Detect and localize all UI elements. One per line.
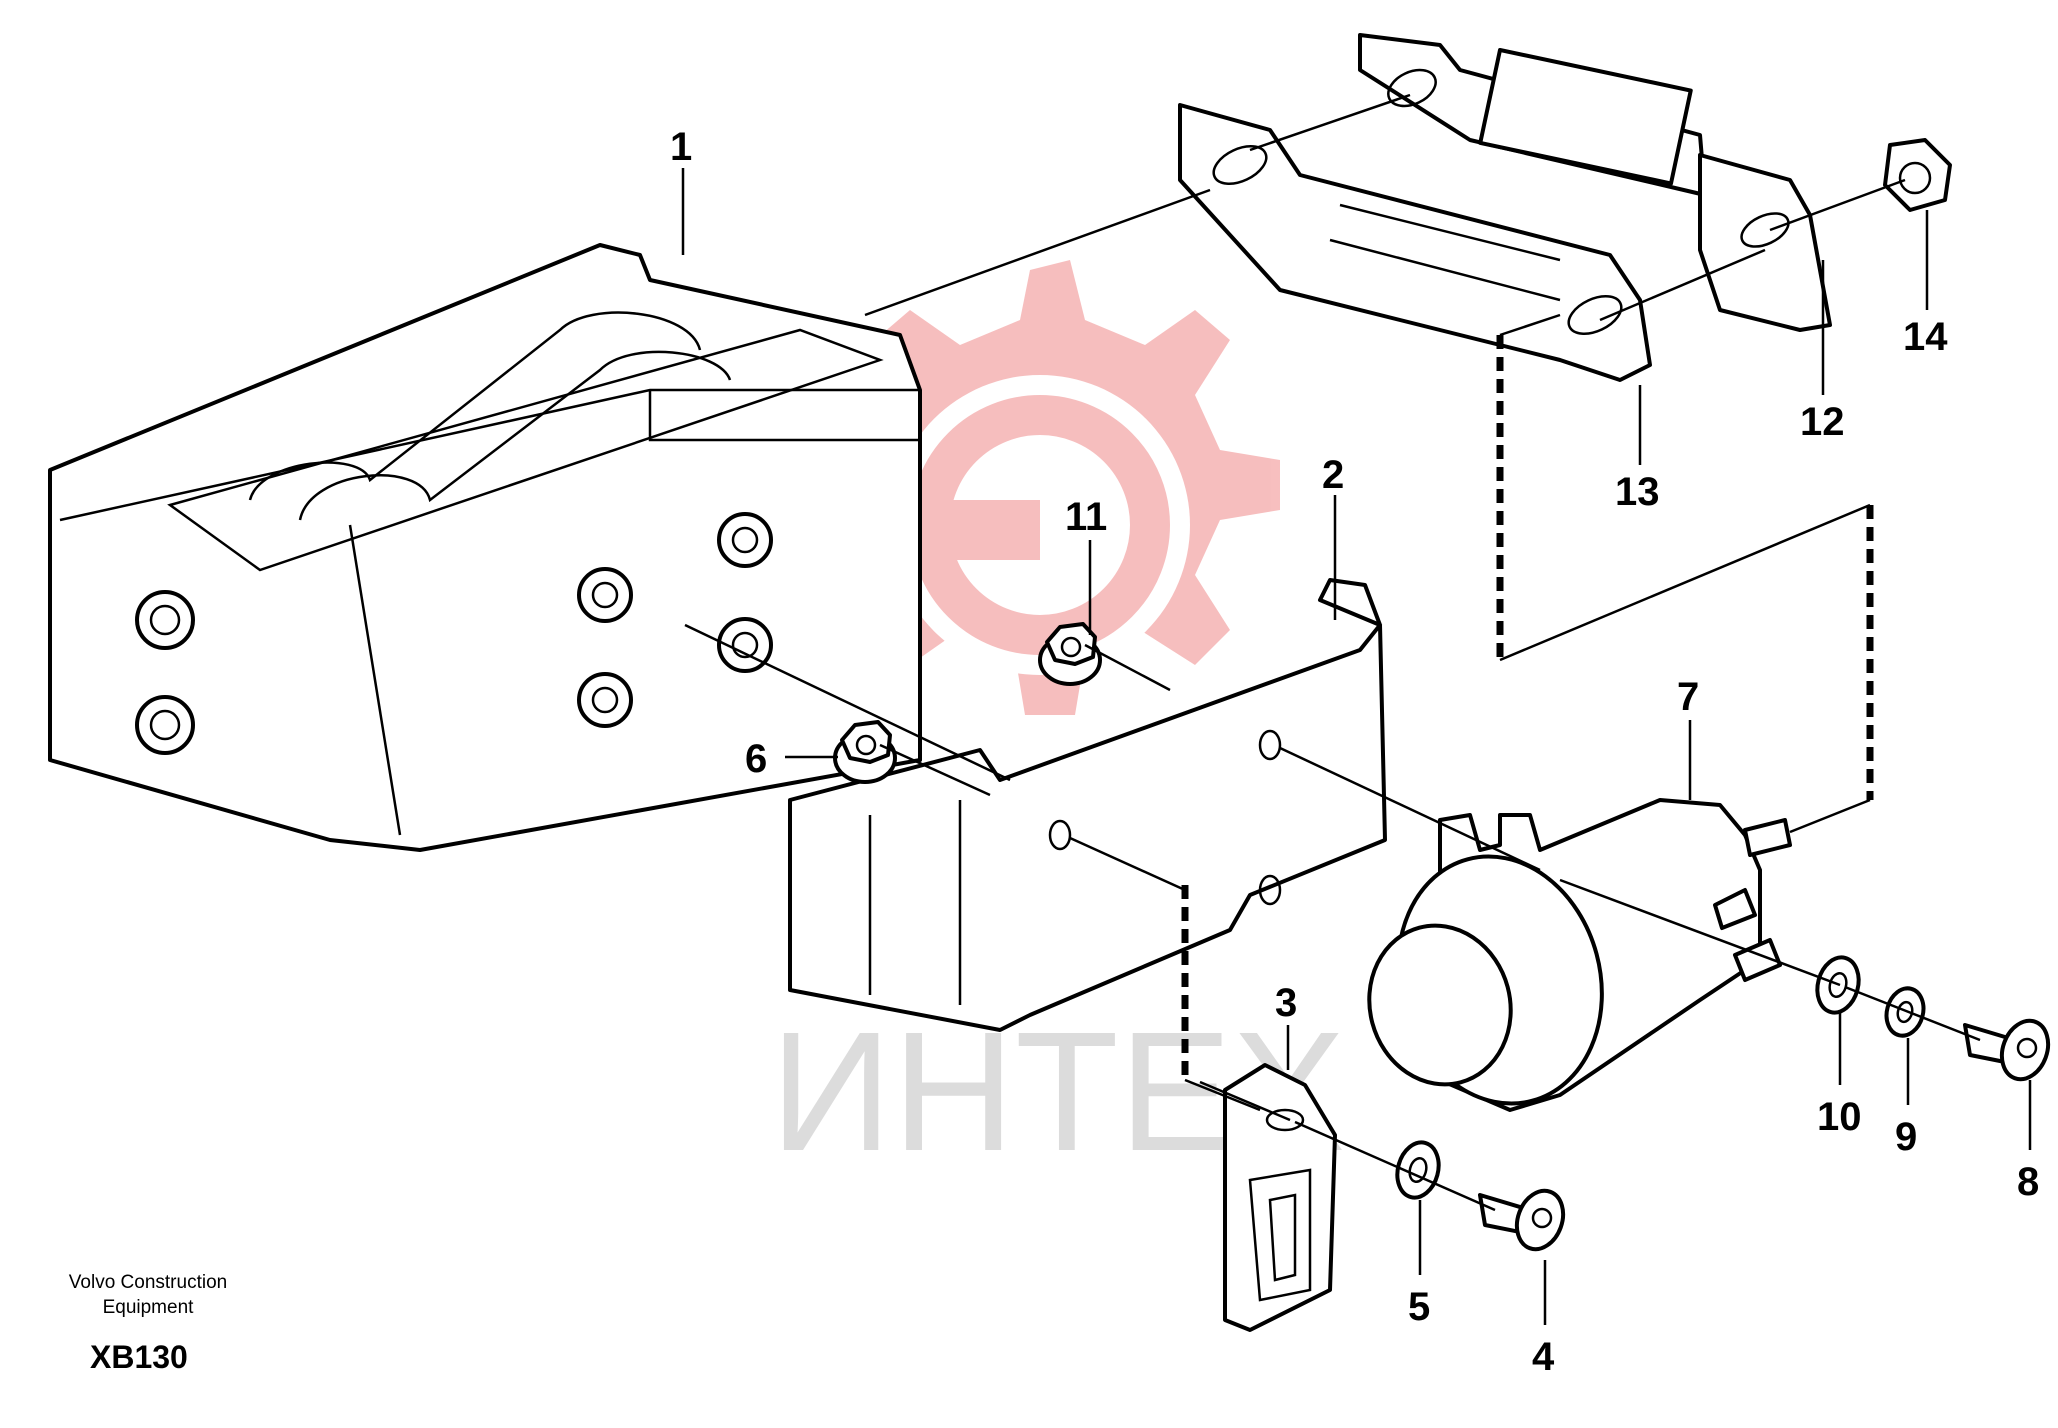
leader-lines bbox=[681, 168, 2032, 1325]
callout-11: 11 bbox=[1065, 495, 1107, 539]
relay-part-7 bbox=[1367, 798, 1792, 1112]
callout-8: 8 bbox=[2017, 1160, 2039, 1204]
callout-5: 5 bbox=[1408, 1285, 1430, 1329]
callout-6: 6 bbox=[745, 737, 767, 781]
flange-nut-part-11 bbox=[1038, 622, 1102, 686]
callout-4: 4 bbox=[1532, 1335, 1555, 1379]
callout-7: 7 bbox=[1677, 675, 1699, 719]
nut-part-14 bbox=[1883, 138, 1952, 212]
callout-labels: 1 2 3 4 5 6 7 8 9 10 11 12 13 14 bbox=[670, 125, 2039, 1379]
brand-line-1: Volvo Construction bbox=[69, 1272, 227, 1293]
callout-3: 3 bbox=[1275, 981, 1297, 1025]
screw-part-4 bbox=[1478, 1188, 1566, 1252]
drawing-code: XB130 bbox=[90, 1339, 188, 1375]
washer-part-5 bbox=[1395, 1140, 1441, 1200]
clip-part-3 bbox=[1223, 1063, 1337, 1332]
callout-9: 9 bbox=[1895, 1115, 1917, 1159]
brand-line-2: Equipment bbox=[103, 1297, 195, 1318]
washer-part-9 bbox=[1884, 986, 1926, 1038]
mounting-plates-part-12-13 bbox=[1178, 33, 1832, 382]
callout-14: 14 bbox=[1903, 315, 1948, 359]
callout-2: 2 bbox=[1322, 453, 1344, 497]
callout-13: 13 bbox=[1615, 470, 1660, 514]
screw-part-8 bbox=[1963, 1018, 2051, 1082]
bracket-part-2 bbox=[788, 578, 1387, 1032]
callout-1: 1 bbox=[670, 125, 692, 169]
dashed-connectors bbox=[1181, 313, 1874, 1112]
callout-10: 10 bbox=[1817, 1095, 1862, 1139]
valve-block-part-1 bbox=[48, 243, 922, 852]
alignment-lines bbox=[684, 93, 1981, 1212]
callout-12: 12 bbox=[1800, 400, 1845, 444]
